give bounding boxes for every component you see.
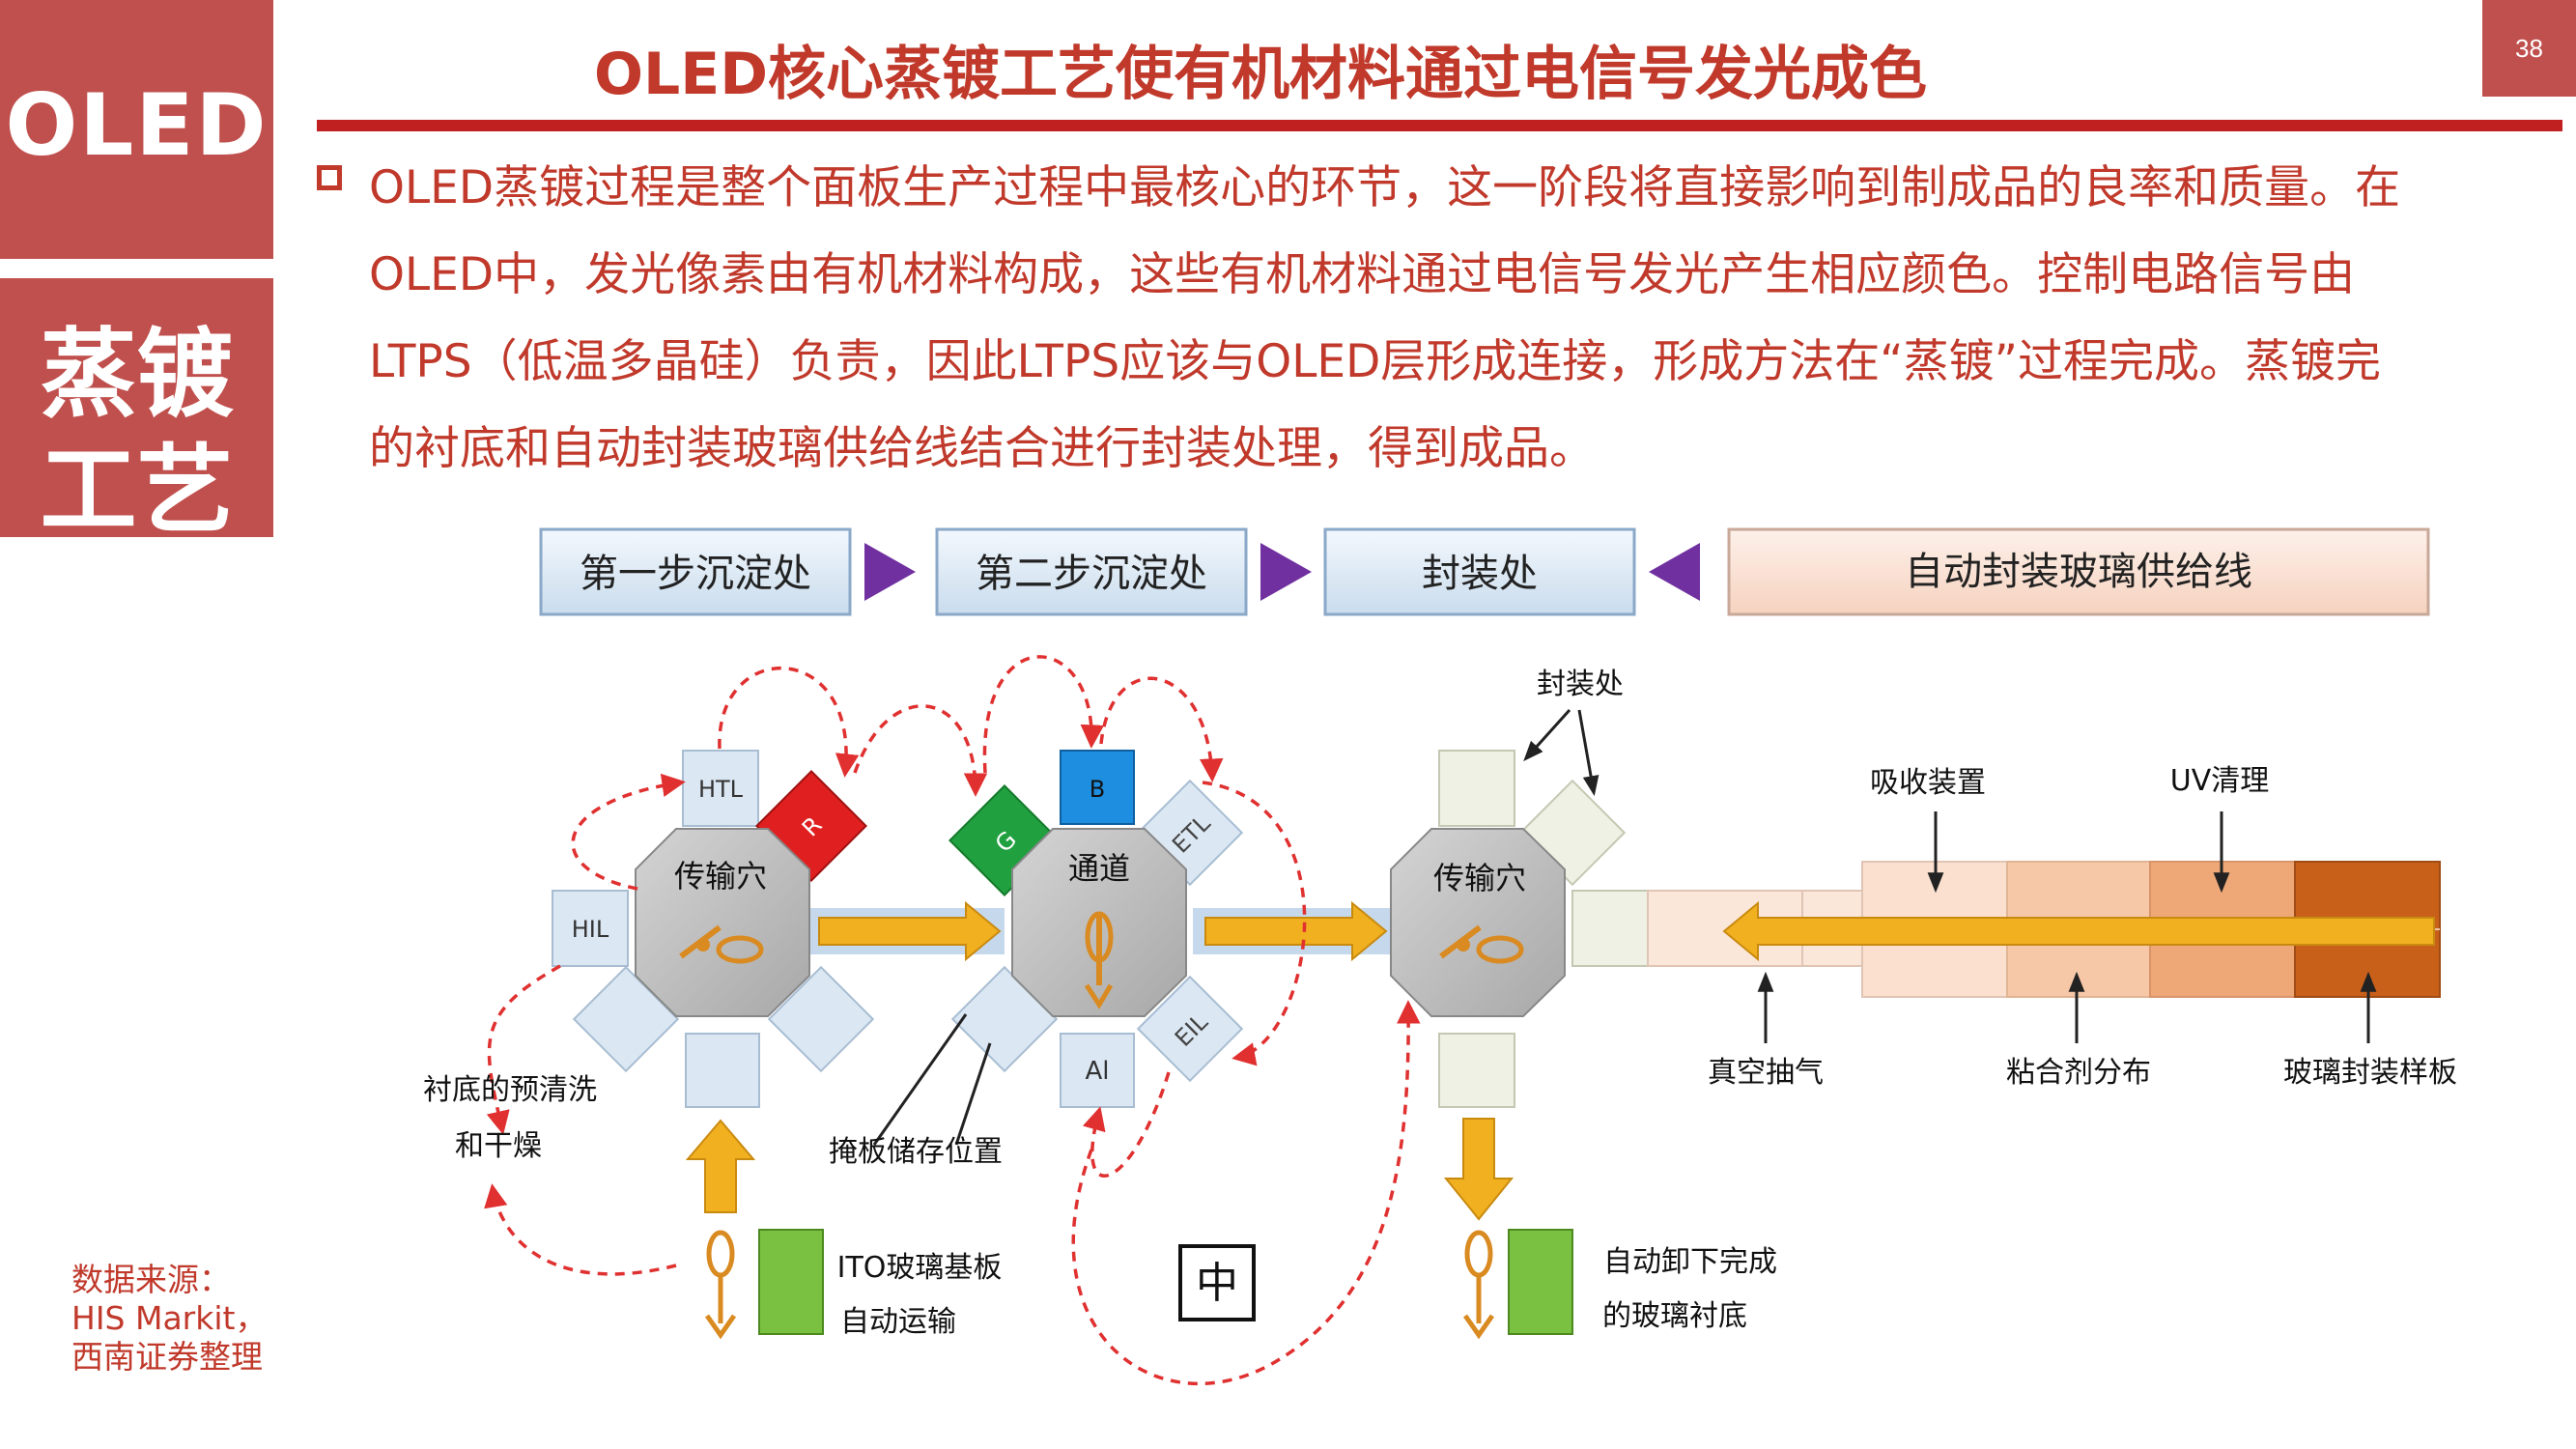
diagram-labels: 封装处 吸收装置 UV清理 真空抽气 粘合剂分布 玻璃封装样板 衬底的预清洗 和… <box>423 668 2457 1339</box>
flow-arrow-right-icon <box>1204 900 1388 962</box>
paragraph-line: LTPS（低温多晶硅）负责，因此LTPS应该与OLED层形成连接，形成方法在“蒸… <box>369 335 2381 388</box>
sidebar-section-line1: 蒸镀 <box>40 318 234 431</box>
channel-node-label: 通道 <box>1068 850 1130 887</box>
label-unload-2: 的玻璃衬底 <box>1602 1299 1747 1333</box>
flow-arrow-right-icon <box>818 900 1002 962</box>
robot-arm-icon <box>1439 924 1524 964</box>
stage-box-glass-line <box>1727 527 2430 616</box>
paragraph-line: OLED中，发光像素由有机材料构成，这些有机材料通过电信号发光产生相应颜色。控制… <box>369 248 2356 301</box>
source-line: 数据来源： <box>71 1261 231 1298</box>
label-absorb: 吸收装置 <box>1870 766 1986 800</box>
label-ito-1: ITO玻璃基板 <box>837 1251 1003 1285</box>
middle-char: 中 <box>1196 1259 1238 1308</box>
robot-arm-icon <box>1084 911 1114 1009</box>
ito-glass-icon <box>758 1229 824 1335</box>
output-arrow-down-icon <box>1443 1118 1514 1221</box>
transfer-node-2 <box>1390 828 1566 1017</box>
input-arrow-up-icon <box>685 1119 756 1213</box>
body-paragraph: OLED蒸镀过程是整个面板生产过程中最核心的环节，这一阶段将直接影响到制成品的良… <box>369 145 2552 493</box>
source-note: 数据来源： HIS Markit， 西南证券整理 <box>71 1261 267 1377</box>
label-mask-storage: 掩板储存位置 <box>829 1135 1003 1169</box>
transfer-node-2-label: 传输穴 <box>1433 860 1526 896</box>
stage-box-step2 <box>935 527 1248 616</box>
robot-arm-icon <box>1462 1230 1495 1340</box>
chamber-label-hil: HIL <box>572 916 609 943</box>
process-flow-path <box>484 655 1421 1386</box>
label-ito-2: 自动运输 <box>840 1305 956 1339</box>
sidebar-section-block: 蒸镀 工艺 <box>0 278 273 547</box>
chamber-label-b: B <box>1090 776 1105 803</box>
transfer-node-1-label: 传输穴 <box>674 858 767 895</box>
sidebar-topic-block: OLED <box>0 0 273 259</box>
stage-box-step1 <box>539 527 852 616</box>
paragraph-line: OLED蒸镀过程是整个面板生产过程中最核心的环节，这一阶段将直接影响到制成品的良… <box>369 161 2401 214</box>
sidebar-section-line2: 工艺 <box>40 434 234 547</box>
label-unload-1: 自动卸下完成 <box>1603 1245 1777 1279</box>
robot-arm-icon <box>704 1230 737 1340</box>
chamber-label-al: Al <box>1085 1057 1109 1086</box>
stage-label-glass-line: 自动封装玻璃供给线 <box>1905 550 2252 594</box>
label-preclean-2: 和干燥 <box>455 1129 542 1163</box>
stage-label-encap: 封装处 <box>1422 552 1538 596</box>
paragraph-line: 的衬底和自动封装玻璃供给线结合进行封装处理，得到成品。 <box>369 422 1595 475</box>
chamber-b <box>1060 750 1135 825</box>
stage-arrow-right-icon <box>864 543 916 601</box>
source-line: HIS Markit， <box>71 1299 268 1337</box>
sidebar-topic-label: OLED <box>5 75 269 175</box>
stage-box-encap <box>1323 527 1636 616</box>
stage-label-step1: 第一步沉淀处 <box>580 552 811 596</box>
label-vacuum: 真空抽气 <box>1708 1056 1824 1090</box>
chamber-label-htl: HTL <box>698 776 744 803</box>
chamber-hil <box>552 890 629 967</box>
chamber-bottom-left <box>685 1033 760 1108</box>
stage-arrow-right-icon <box>1260 543 1312 601</box>
robot-arm-icon <box>679 924 764 964</box>
chamber-encap-bottom <box>1438 1033 1515 1108</box>
slide-title: OLED核心蒸镀工艺使有机材料通过电信号发光成色 <box>593 41 1928 108</box>
label-encap: 封装处 <box>1537 668 1624 701</box>
middle-char-box <box>1178 1244 1256 1321</box>
transfer-node-1 <box>635 828 810 1017</box>
stage-label-step2: 第二步沉淀处 <box>976 552 1207 596</box>
source-line: 西南证券整理 <box>71 1338 263 1376</box>
chamber-al <box>1060 1033 1135 1108</box>
title-divider <box>317 120 2562 131</box>
flow-arrow-left-icon <box>1722 900 2435 962</box>
label-adhesive: 粘合剂分布 <box>2006 1056 2151 1090</box>
label-uv: UV清理 <box>2170 764 2269 798</box>
chamber-encap-top <box>1438 750 1515 827</box>
bullet-square-icon <box>317 165 342 190</box>
page-number: 38 <box>2482 0 2576 97</box>
label-preclean-1: 衬底的预清洗 <box>423 1073 597 1107</box>
stage-row: 第一步沉淀处 第二步沉淀处 封装处 自动封装玻璃供给线 <box>539 527 2430 616</box>
finished-glass-icon <box>1508 1229 1573 1335</box>
label-glass-plate: 玻璃封装样板 <box>2283 1056 2457 1090</box>
stage-arrow-left-icon <box>1649 543 1700 601</box>
